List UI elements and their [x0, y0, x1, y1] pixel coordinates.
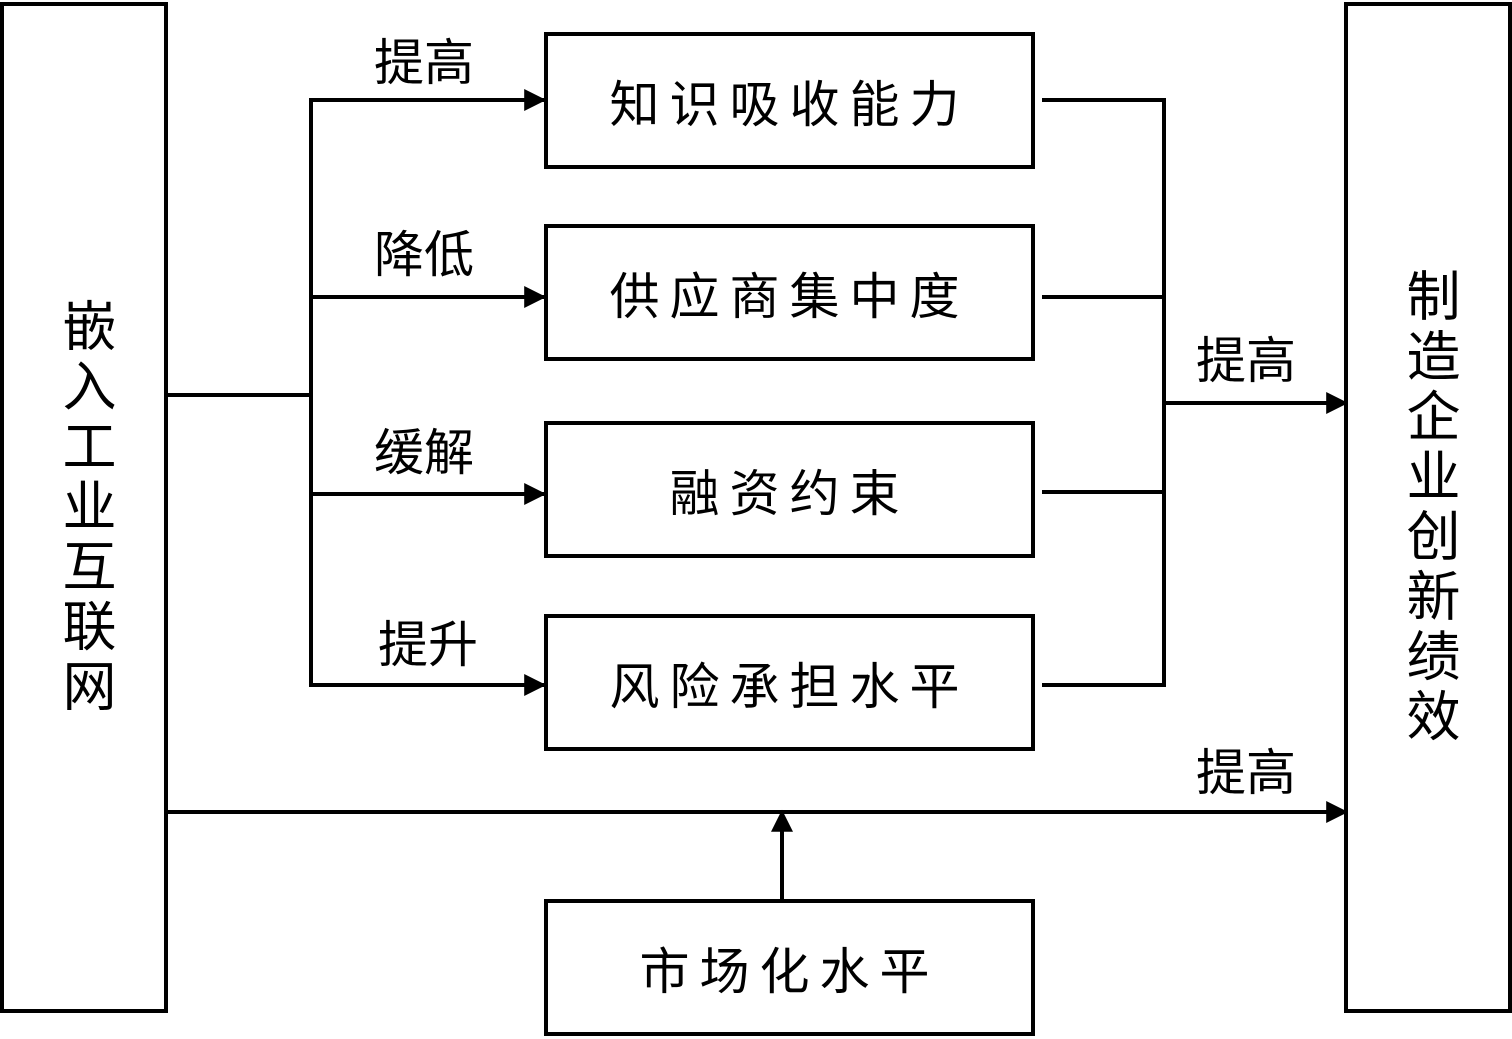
- left-box-label: 嵌入工业互联网: [53, 297, 116, 718]
- mediator-label-4: 风险承担水平: [609, 657, 970, 716]
- arrow-label-2: 降低: [374, 226, 474, 284]
- mediator-label-2: 供应商集中度: [609, 267, 970, 326]
- embed-industrial-internet-box: 嵌入工业互联网: [0, 2, 168, 1013]
- moderator-box: 市场化水平: [544, 899, 1035, 1036]
- mediator-box-2: 供应商集中度: [544, 224, 1035, 361]
- arrow-label-1: 提高: [374, 34, 474, 92]
- moderator-label: 市场化水平: [639, 942, 940, 1001]
- arrow-label-4: 提升: [378, 616, 478, 674]
- innovation-performance-box: 制造企业创新绩效: [1344, 2, 1512, 1013]
- mediator-box-3: 融资约束: [544, 421, 1035, 558]
- mediator-box-1: 知识吸收能力: [544, 32, 1035, 169]
- arrow-label-3: 缓解: [374, 424, 474, 482]
- mediator-box-4: 风险承担水平: [544, 614, 1035, 751]
- mediator-label-3: 融资约束: [669, 464, 910, 523]
- mediator-label-1: 知识吸收能力: [609, 75, 970, 134]
- direct-arrow-label: 提高: [1196, 744, 1296, 802]
- merge-arrow-label: 提高: [1196, 332, 1296, 390]
- right-box-label: 制造企业创新绩效: [1397, 267, 1460, 748]
